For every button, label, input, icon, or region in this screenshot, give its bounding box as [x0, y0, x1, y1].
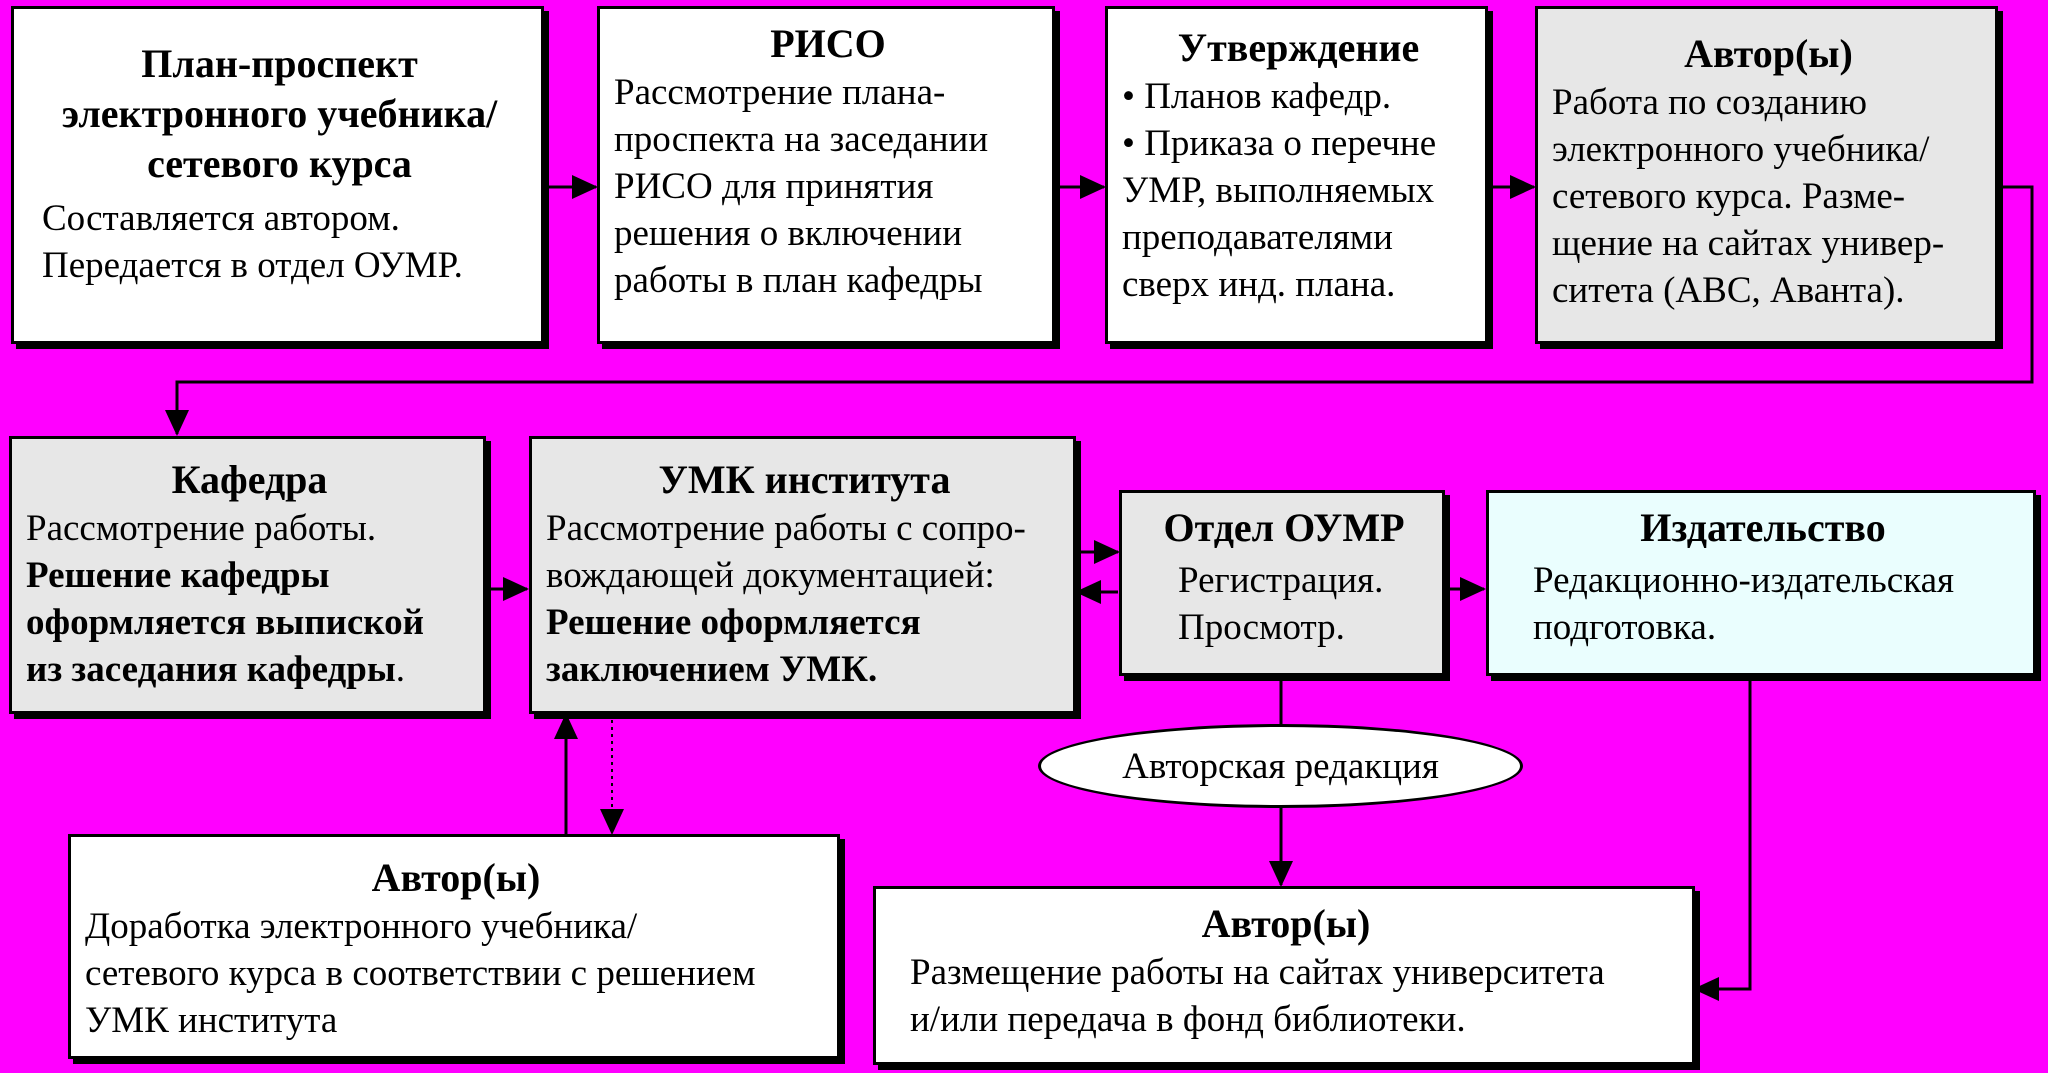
box-text: сетевого курса. Разме- [1552, 176, 1906, 217]
box-title: Автор(ы) [1684, 31, 1853, 76]
box-title: РИСО [770, 21, 886, 66]
box-title: Утверждение [1177, 25, 1420, 70]
box-text: УМК института [85, 1000, 338, 1041]
box-text: Рассмотрение работы с сопро- [546, 508, 1026, 549]
box-title: Издательство [1640, 505, 1886, 550]
box-text: • Приказа о перечне [1122, 123, 1437, 164]
box-author-creation: Автор(ы) Работа по созданию электронного… [1535, 6, 1998, 344]
box-text: Рассмотрение плана- [614, 72, 946, 113]
box-text-bold: Решение кафедры [26, 555, 330, 596]
box-text: УМР, выполняемых [1122, 170, 1435, 211]
box-title: Отдел ОУМР [1163, 505, 1405, 550]
box-text: Работа по созданию [1552, 82, 1868, 123]
box-text: ситета (АВС, Аванта). [1552, 270, 1905, 311]
arrow-publisher-to-final-author [1693, 677, 1752, 1001]
box-riso: РИСО Рассмотрение плана- проспекта на за… [597, 6, 1055, 344]
box-text: подготовка. [1533, 607, 1717, 648]
box-title: УМК института [658, 457, 951, 502]
box-text: • Планов кафедр. [1122, 76, 1392, 117]
box-text: сетевого курса в соответствии с решением [85, 953, 756, 994]
box-text-bold: заключением УМК. [546, 649, 878, 690]
box-text: сверх инд. плана. [1122, 264, 1396, 305]
box-department: Кафедра Рассмотрение работы. Решение каф… [9, 436, 486, 714]
box-text: решения о включении [614, 213, 963, 254]
box-title: Кафедра [171, 457, 328, 502]
box-approval: Утверждение • Планов кафедр. • Приказа о… [1105, 6, 1488, 344]
box-text-bold: из заседания кафедры [26, 649, 396, 690]
box-text: Регистрация. [1178, 560, 1384, 601]
box-title: Автор(ы) [371, 855, 541, 900]
box-text: щение на сайтах универ- [1552, 223, 1945, 264]
box-text: преподавателями [1122, 217, 1393, 258]
box-title: сетевого курса [147, 141, 412, 186]
author-edition-ellipse: Авторская редакция [1038, 724, 1523, 808]
box-title: электронного учебника/ [61, 91, 498, 136]
box-text: Составляется автором. [42, 198, 400, 239]
box-text: электронного учебника/ [1552, 129, 1930, 170]
box-text: работы в план кафедры [614, 260, 983, 301]
box-text: Редакционно-издательская [1533, 560, 1955, 601]
box-text: вождающей документацией: [546, 555, 995, 596]
box-text: Доработка электронного учебника/ [85, 906, 638, 947]
box-text: Просмотр. [1178, 607, 1345, 648]
ellipse-label: Авторская редакция [1122, 745, 1439, 787]
box-text-period: . [395, 649, 405, 690]
box-text: Рассмотрение работы. [26, 508, 377, 549]
box-author-final: Автор(ы) Размещение работы на сайтах уни… [873, 886, 1695, 1065]
box-text: РИСО для принятия [614, 166, 934, 207]
box-oumr: Отдел ОУМР Регистрация. Просмотр. [1119, 490, 1445, 676]
box-text: Размещение работы на сайтах университета [910, 952, 1605, 993]
box-text-bold: Решение оформляется [546, 602, 921, 643]
box-title: Автор(ы) [1201, 901, 1371, 946]
box-text: и/или передача в фонд библиотеки. [910, 999, 1466, 1040]
box-plan-prospectus: План-проспект электронного учебника/ сет… [11, 6, 544, 344]
box-author-revision: Автор(ы) Доработка электронного учебника… [68, 834, 840, 1059]
box-text: Передается в отдел ОУМР. [42, 245, 463, 286]
box-text-bold: оформляется выпиской [26, 602, 424, 643]
box-text-line: из заседания кафедры. [26, 646, 473, 693]
box-title: План-проспект [141, 41, 418, 86]
box-text: проспекта на заседании [614, 119, 989, 160]
arrow-author-to-department [165, 185, 2034, 436]
box-publisher: Издательство Редакционно-издательская по… [1486, 490, 2036, 676]
box-umk-institute: УМК института Рассмотрение работы с сопр… [529, 436, 1076, 714]
